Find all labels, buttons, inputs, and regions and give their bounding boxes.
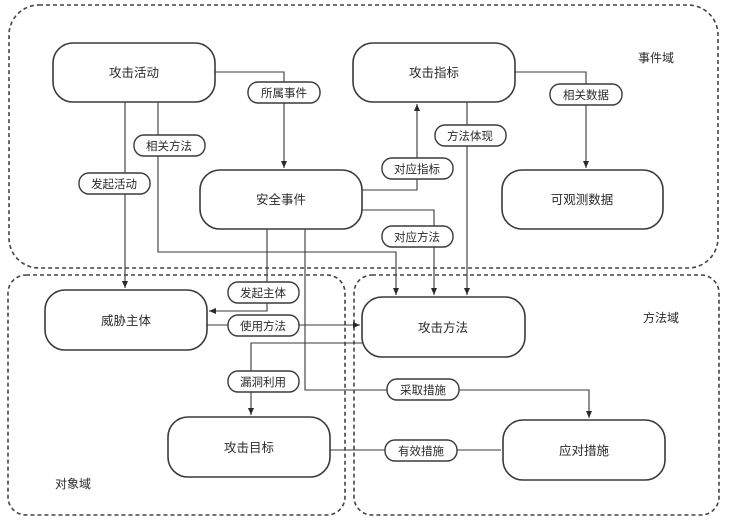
edge-corresponding-indicator	[362, 104, 420, 191]
svg-text:相关数据: 相关数据	[563, 88, 609, 102]
node-countermeasure[interactable]: 应对措施	[502, 419, 666, 481]
label-related-data: 相关数据	[549, 83, 623, 106]
node-attack-target-label: 攻击目标	[224, 440, 274, 455]
node-security-event[interactable]: 安全事件	[199, 169, 363, 230]
node-attack-indicator-label: 攻击指标	[409, 65, 459, 80]
svg-text:所属事件: 所属事件	[261, 86, 307, 100]
method-domain-label: 方法域	[643, 310, 679, 325]
label-initiator: 发起主体	[227, 281, 300, 304]
svg-text:发起主体: 发起主体	[240, 286, 286, 300]
label-use-method: 使用方法	[227, 314, 300, 337]
svg-text:对应指标: 对应指标	[394, 162, 440, 176]
node-attack-indicator[interactable]: 攻击指标	[352, 42, 516, 103]
method-domain: 方法域	[353, 274, 720, 516]
node-countermeasure-label: 应对措施	[559, 443, 610, 458]
node-attack-target[interactable]: 攻击目标	[167, 416, 331, 478]
label-corresponding-indicator: 对应指标	[381, 157, 454, 180]
node-security-event-label: 安全事件	[256, 192, 306, 207]
node-threat-actor-label: 威胁主体	[101, 313, 152, 328]
label-corresponding-method: 对应方法	[381, 225, 454, 248]
node-observable-data[interactable]: 可观测数据	[501, 169, 664, 230]
svg-text:有效措施: 有效措施	[398, 444, 444, 458]
svg-text:漏洞利用: 漏洞利用	[240, 375, 286, 389]
svg-text:发起活动: 发起活动	[91, 177, 137, 191]
edge-related-data	[515, 71, 589, 168]
edge-belongs-event	[215, 71, 287, 168]
node-attack-activity[interactable]: 攻击活动	[52, 42, 216, 103]
svg-text:相关方法: 相关方法	[146, 139, 192, 153]
label-effective-measures: 有效措施	[384, 439, 458, 462]
event-domain-label: 事件域	[638, 51, 674, 65]
node-threat-actor[interactable]: 威胁主体	[44, 289, 208, 351]
edge-corresponding-method	[362, 209, 437, 295]
edge-related-method	[157, 102, 399, 295]
label-method-embodiment: 方法体现	[434, 124, 507, 147]
node-attack-method[interactable]: 攻击方法	[361, 296, 526, 358]
object-domain-label: 对象域	[55, 477, 91, 491]
svg-text:采取措施: 采取措施	[400, 383, 446, 397]
label-initiate-activity: 发起活动	[78, 172, 151, 195]
event-domain: 事件域	[8, 4, 719, 269]
object-domain: 对象域	[7, 274, 346, 516]
edge-initiator	[209, 229, 268, 314]
label-vuln-exploit: 漏洞利用	[227, 370, 300, 393]
svg-text:方法体现: 方法体现	[447, 129, 493, 143]
svg-text:使用方法: 使用方法	[240, 319, 286, 333]
node-observable-data-label: 可观测数据	[551, 192, 614, 207]
label-take-measures: 采取措施	[386, 378, 460, 401]
label-related-method: 相关方法	[133, 134, 206, 157]
node-attack-method-label: 攻击方法	[418, 320, 468, 335]
node-attack-activity-label: 攻击活动	[109, 65, 159, 80]
label-belongs-event: 所属事件	[247, 81, 321, 104]
svg-text:对应方法: 对应方法	[394, 230, 440, 244]
